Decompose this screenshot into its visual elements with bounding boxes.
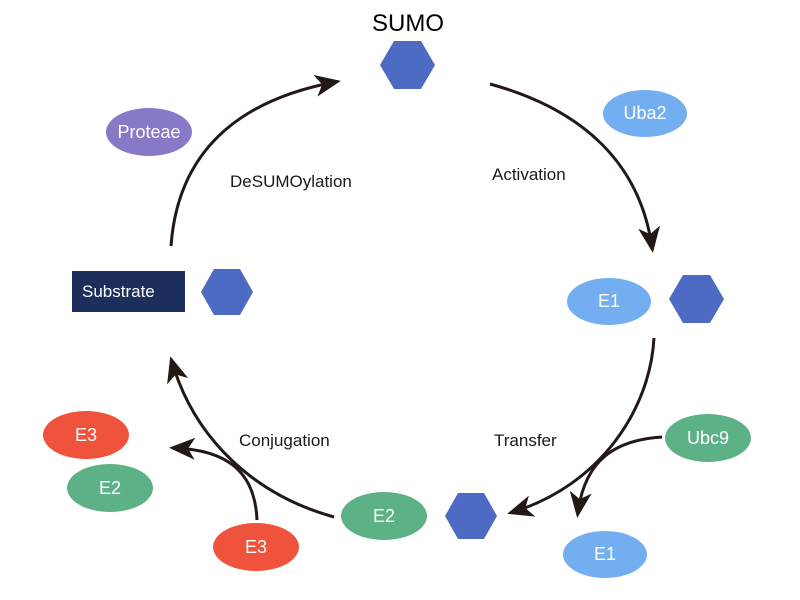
sumo-title: SUMO — [372, 10, 444, 37]
sumo-hexagon-e2 — [445, 493, 497, 539]
conjugation-label: Conjugation — [239, 431, 330, 450]
ubc9-arrow — [569, 435, 663, 518]
e3-released-node: E3 — [43, 411, 129, 459]
sumo-hexagon-substrate — [201, 269, 253, 315]
desumoylation-arrow — [169, 74, 341, 247]
uba2-node: Uba2 — [603, 90, 687, 137]
sumo-hexagon-top — [380, 41, 435, 89]
e3-release-arrow — [169, 437, 259, 521]
sumo-hexagon-e1 — [669, 275, 724, 323]
e1-node: E1 — [567, 278, 651, 325]
desumoylation-label: DeSUMOylation — [230, 172, 352, 191]
transfer-label: Transfer — [494, 431, 557, 450]
proteae-node: Proteae — [106, 108, 192, 156]
transfer-arrow — [507, 337, 656, 517]
activation-label: Activation — [492, 165, 566, 184]
conjugation-arrow — [167, 356, 335, 519]
activation-arrow — [489, 82, 660, 253]
e1-released-node: E1 — [563, 531, 647, 578]
ubc9-node: Ubc9 — [665, 414, 751, 462]
e2-released-node: E2 — [67, 464, 153, 512]
substrate-box: Substrate — [72, 271, 185, 312]
e2-node: E2 — [341, 492, 427, 540]
e3-incoming-node: E3 — [213, 523, 299, 571]
